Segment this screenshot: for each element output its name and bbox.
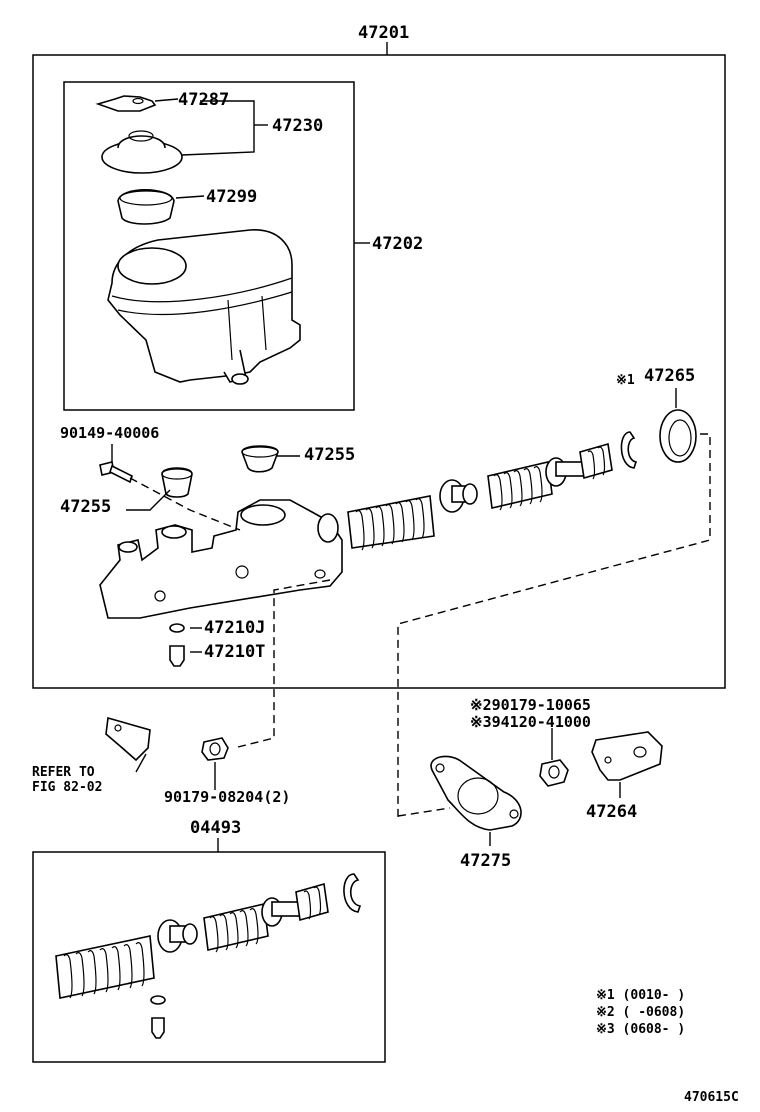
reservoir-outlet-end [231,373,249,385]
nut-94120-hole [548,765,560,779]
reservoir-rib-2 [261,295,267,351]
label-47299: 47299 [206,187,257,207]
figure-code: 470615C [684,1090,739,1105]
grommet-a-top [161,468,193,480]
kit-spring-secondary [203,903,269,953]
label-47202: 47202 [372,234,423,254]
dash-bracket [233,579,331,749]
washer-47210j [169,623,185,633]
plate-47287 [95,95,157,112]
kit-04493-frame [32,851,386,1063]
label-47265: 47265 [644,366,695,386]
cylinder-bolt-hole [314,569,326,579]
cylinder-outlet [235,565,249,579]
strainer-47299 [117,189,175,225]
cylinder-outlet-2 [154,590,166,602]
cap-top [128,130,154,142]
dash-gasket [397,807,451,817]
cylinder-body [99,499,343,619]
bracket-47264 [591,731,663,781]
gasket-bolt-2 [509,809,519,819]
plug-47210t [169,645,185,667]
bracket-hole [114,724,122,732]
piston-secondary [545,442,613,487]
cap-knob [117,135,166,149]
gasket-47275 [430,755,522,831]
note-1: ※1 (0010- ) [596,988,685,1003]
label-47201: 47201 [358,23,409,43]
cylinder-bore [317,513,339,543]
label-47255-b: 47255 [304,445,355,465]
seal-inner [668,419,692,457]
cylinder-port-c [118,541,138,553]
cylinder-port-b [161,525,187,539]
assembly-47201-frame [32,54,726,689]
plate-hole [132,97,144,105]
leader-47230-bracket [181,100,255,156]
label-47230: 47230 [272,116,323,136]
bracket-refer [105,716,151,762]
kit-piston-primary [157,919,198,953]
kit-snap-ring [343,873,362,913]
label-47287: 47287 [178,90,229,110]
note-2: ※2 ( -0608) [596,1005,685,1020]
reservoir-rib [227,299,233,361]
grommet-47255-b [241,445,279,473]
label-47210j: 47210J [204,618,265,638]
nut-hole [209,742,221,756]
kit-piston-secondary [261,882,329,927]
leader-47299 [175,195,205,199]
label-47275: 47275 [460,851,511,871]
snap-ring [620,431,638,469]
nut-94120 [539,759,569,787]
label-47255-a: 47255 [60,497,111,517]
label-90149-40006: 90149-40006 [60,424,159,442]
label-47210t: 47210T [204,642,265,662]
reservoir-47202-frame [63,81,355,411]
kit-spring-primary [55,935,155,999]
dash-bolt [129,477,241,531]
reservoir-seam [111,277,293,303]
bracket-47264-hole [633,746,647,758]
refer-line-2: FIG 82-02 [32,780,102,795]
leader-47287 [154,98,179,102]
piston-primary [439,479,478,513]
kit-plug [151,1017,165,1039]
gasket-bolt-1 [435,763,445,773]
spring-secondary [487,461,553,511]
note-mark-1: ※1 [616,373,635,388]
gasket-hole [457,777,499,815]
nut-90179-08204 [201,737,229,761]
cylinder-port-a [240,504,286,526]
reservoir-neck [117,247,187,285]
label-04493: 04493 [190,818,241,838]
label-90179-10065: ※290179-10065 [470,696,591,714]
bolt-shank [109,464,133,484]
label-94120-41000: ※394120-41000 [470,713,591,731]
grommet-b-top [241,446,279,458]
dash-seal-gasket [397,433,711,820]
kit-washer [150,995,166,1005]
leader-47255-a [126,489,171,511]
spring-primary [347,495,435,551]
label-47264: 47264 [586,802,637,822]
bracket-47264-hole-2 [604,756,612,764]
refer-line-1: REFER TO [32,765,95,780]
label-90179-08204: 90179-08204(2) [164,788,290,806]
reservoir-seam-2 [117,291,293,316]
strainer-rim [119,190,173,206]
leader-refer [135,753,147,773]
note-3: ※3 (0608- ) [596,1022,685,1037]
seal-47265 [659,409,697,463]
